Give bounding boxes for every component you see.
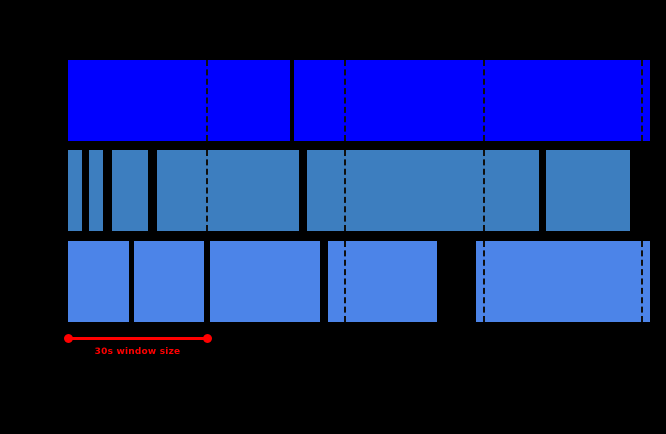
timeline-row-2	[0, 150, 666, 231]
window-boundary-line	[483, 60, 485, 141]
window-boundary-line	[483, 150, 485, 231]
timeline-row-3	[0, 241, 666, 322]
window-boundary-line	[206, 60, 208, 141]
timeline-segment	[112, 150, 148, 231]
window-boundary-line	[641, 60, 643, 141]
measure-start-marker	[64, 334, 73, 343]
timeline-segment	[210, 241, 320, 322]
timeline-segment	[68, 150, 82, 231]
timeline-segment	[68, 60, 290, 141]
window-boundary-line	[483, 241, 485, 322]
window-size-label: 30s window size	[94, 347, 181, 357]
timeline-segment	[134, 241, 204, 322]
window-size-measure-line	[68, 337, 207, 340]
timeline-segment	[294, 60, 650, 141]
window-boundary-line	[344, 241, 346, 322]
measure-end-marker	[203, 334, 212, 343]
window-boundary-line	[206, 150, 208, 231]
timeline-segment	[546, 150, 630, 231]
timeline-segment	[328, 241, 437, 322]
window-boundary-line	[344, 150, 346, 231]
timeline-segment	[476, 241, 650, 322]
timeline-segment	[157, 150, 299, 231]
timeline-segment	[68, 241, 129, 322]
timeline-segment	[307, 150, 539, 231]
timeline-segment	[89, 150, 103, 231]
window-boundary-line	[344, 60, 346, 141]
timeline-row-1	[0, 60, 666, 141]
window-boundary-line	[641, 241, 643, 322]
